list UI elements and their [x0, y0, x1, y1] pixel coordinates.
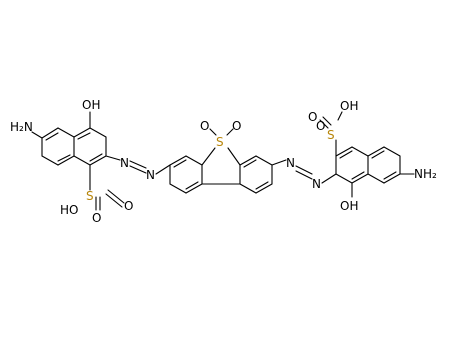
- label-n-right-1: N: [286, 156, 295, 170]
- label-oh-bottom-right: OH: [340, 199, 358, 213]
- atom-labels: H₂N OH N N S O O HO S O O N N S OH O O O…: [10, 98, 437, 225]
- label-n-left-2: N: [146, 168, 155, 182]
- label-n-right-2: N: [312, 177, 321, 191]
- label-n-left-1: N: [120, 156, 129, 170]
- dibenzothiophene-core: [169, 128, 273, 194]
- label-o-center-1: O: [200, 119, 209, 133]
- label-oh-sulfo-right: OH: [340, 99, 358, 113]
- label-oh-sulfo-left: HO: [60, 203, 78, 217]
- left-naphthalene: [31, 111, 171, 211]
- label-o-left-1: O: [92, 211, 101, 225]
- right-naphthalene: [271, 111, 415, 198]
- label-o-center-2: O: [232, 119, 241, 133]
- label-s-left: S: [86, 189, 94, 203]
- label-o-right-2: O: [316, 119, 325, 133]
- label-s-right: S: [327, 128, 335, 142]
- label-oh-top-left: OH: [82, 98, 100, 112]
- label-nh2-left: H₂N: [10, 120, 33, 134]
- label-o-left-2: O: [124, 199, 133, 213]
- label-nh2-right: NH₂: [414, 167, 437, 181]
- label-s-center: S: [216, 135, 224, 149]
- label-o-right-1: O: [308, 110, 317, 124]
